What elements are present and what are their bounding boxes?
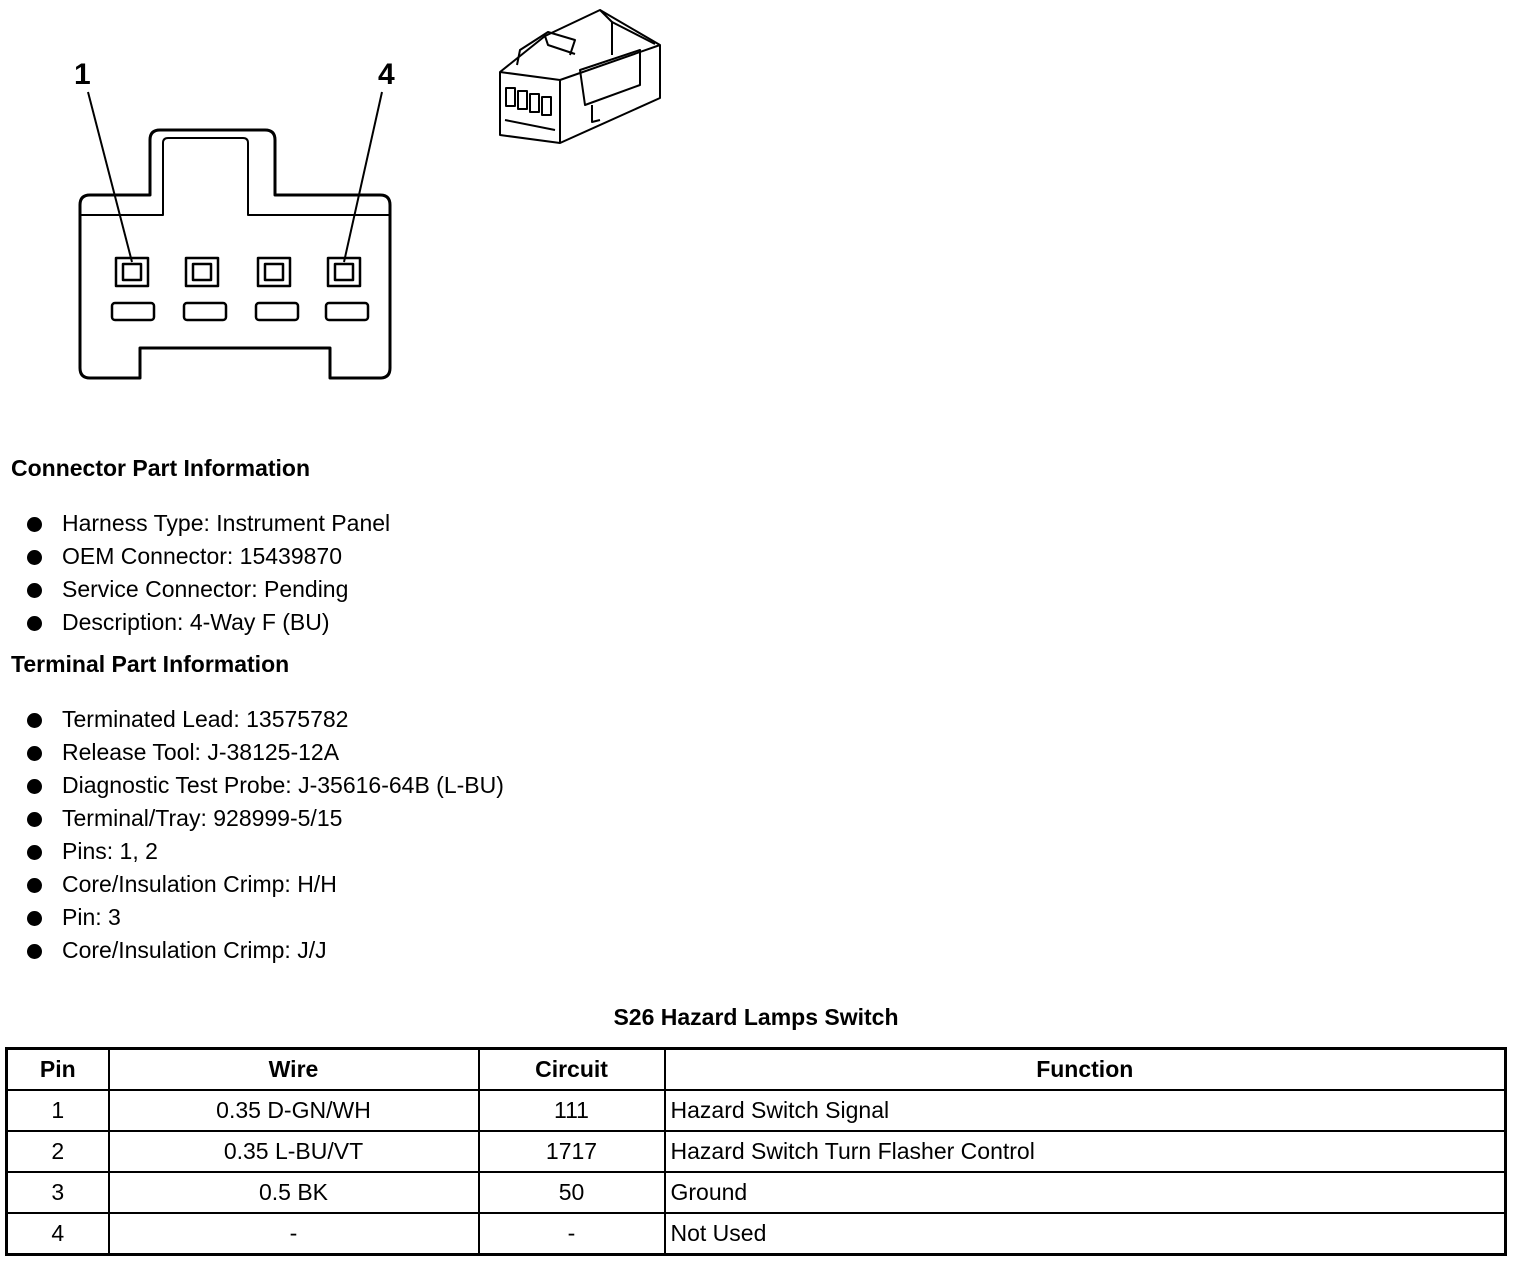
- terminal-part-info-list: Terminated Lead: 13575782 Release Tool: …: [27, 703, 504, 967]
- connector-part-info-heading: Connector Part Information: [11, 455, 311, 481]
- callout-leader-4: [343, 91, 383, 263]
- bullet-icon: [27, 812, 42, 827]
- cell-function: Ground: [663, 1171, 1507, 1214]
- table-title: S26 Hazard Lamps Switch: [613, 1004, 899, 1030]
- bullet-icon: [27, 911, 42, 926]
- cell-function: Hazard Switch Turn Flasher Control: [663, 1130, 1507, 1173]
- table-row: 1 0.35 D-GN/WH 111 Hazard Switch Signal: [5, 1089, 1507, 1132]
- list-item: Harness Type: Instrument Panel: [27, 507, 390, 540]
- column-header-pin: Pin: [5, 1047, 110, 1091]
- cell-pin: 4: [5, 1212, 110, 1256]
- list-item: Service Connector: Pending: [27, 573, 390, 606]
- connector-part-info-list: Harness Type: Instrument Panel OEM Conne…: [27, 507, 390, 639]
- list-item: Terminal/Tray: 928999-5/15: [27, 802, 504, 835]
- lower-slots: [110, 301, 370, 322]
- bullet-icon: [27, 713, 42, 728]
- bullet-icon: [27, 517, 42, 532]
- cell-wire: -: [107, 1212, 480, 1256]
- callout-leader-1: [87, 91, 133, 263]
- bullet-icon: [27, 845, 42, 860]
- table-row: 4 - - Not Used: [5, 1212, 1507, 1256]
- list-item: Diagnostic Test Probe: J-35616-64B (L-BU…: [27, 769, 504, 802]
- bullet-icon: [27, 878, 42, 893]
- cell-wire: 0.35 L-BU/VT: [107, 1130, 480, 1173]
- list-item: Terminated Lead: 13575782: [27, 703, 504, 736]
- cell-pin: 3: [5, 1171, 110, 1214]
- connector-body-outline: [78, 128, 392, 380]
- cell-circuit: -: [477, 1212, 666, 1256]
- list-item: Core/Insulation Crimp: H/H: [27, 868, 504, 901]
- connector-body-inner-outline: [80, 137, 390, 216]
- cavity-4: [326, 256, 362, 288]
- list-item: Pin: 3: [27, 901, 504, 934]
- pinout-table: Pin Wire Circuit Function 1 0.35 D-GN/WH…: [5, 1047, 1507, 1256]
- column-header-circuit: Circuit: [477, 1047, 666, 1091]
- bullet-icon: [27, 944, 42, 959]
- list-item: Core/Insulation Crimp: J/J: [27, 934, 504, 967]
- cavity-3: [256, 256, 292, 288]
- cavity-1: [114, 256, 150, 288]
- column-header-function: Function: [663, 1047, 1507, 1091]
- bullet-icon: [27, 616, 42, 631]
- terminal-cavities: [114, 256, 362, 288]
- cell-wire: 0.5 BK: [107, 1171, 480, 1214]
- bullet-icon: [27, 583, 42, 598]
- connector-diagram: 1 4: [74, 9, 661, 380]
- table-header-row: Pin Wire Circuit Function: [5, 1047, 1507, 1091]
- cell-function: Hazard Switch Signal: [663, 1089, 1507, 1132]
- bullet-icon: [27, 779, 42, 794]
- column-header-wire: Wire: [107, 1047, 480, 1091]
- table-row: 3 0.5 BK 50 Ground: [5, 1171, 1507, 1214]
- list-item: Release Tool: J-38125-12A: [27, 736, 504, 769]
- pin-callout-4: 4: [378, 58, 395, 91]
- pin-callout-1: 1: [74, 58, 91, 91]
- cavity-2: [184, 256, 220, 288]
- cell-function: Not Used: [663, 1212, 1507, 1256]
- bullet-icon: [27, 550, 42, 565]
- cell-circuit: 111: [477, 1089, 666, 1132]
- list-item: Pins: 1, 2: [27, 835, 504, 868]
- terminal-part-info-heading: Terminal Part Information: [11, 651, 290, 677]
- list-item: OEM Connector: 15439870: [27, 540, 390, 573]
- list-item: Description: 4-Way F (BU): [27, 606, 390, 639]
- cell-pin: 2: [5, 1130, 110, 1173]
- cell-wire: 0.35 D-GN/WH: [107, 1089, 480, 1132]
- cell-pin: 1: [5, 1089, 110, 1132]
- connector-3d-illustration: [499, 9, 661, 144]
- cell-circuit: 50: [477, 1171, 666, 1214]
- table-row: 2 0.35 L-BU/VT 1717 Hazard Switch Turn F…: [5, 1130, 1507, 1173]
- bullet-icon: [27, 746, 42, 761]
- cell-circuit: 1717: [477, 1130, 666, 1173]
